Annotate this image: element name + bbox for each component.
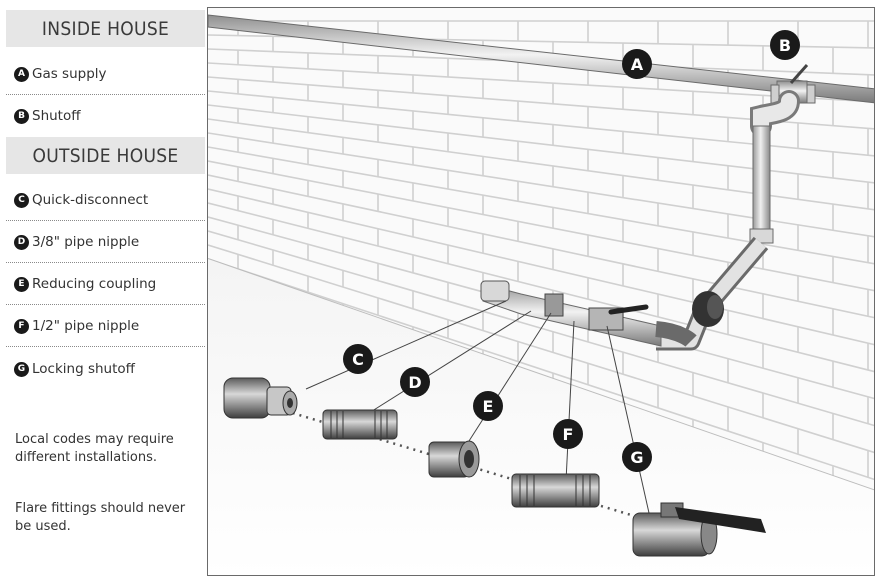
letter-badge-icon: C bbox=[14, 192, 29, 208]
legend-item-gas-supply: A Gas supply bbox=[6, 53, 205, 95]
legend-item-label: 1/2" pipe nipple bbox=[32, 318, 140, 334]
svg-text:D: D bbox=[408, 373, 421, 392]
callout-b-badge-icon: B bbox=[770, 30, 800, 60]
letter-badge-icon: F bbox=[14, 318, 29, 334]
outside-house-header: OUTSIDE HOUSE bbox=[6, 137, 205, 174]
gas-supply-pipe bbox=[208, 14, 874, 104]
letter-badge-icon: B bbox=[14, 108, 29, 124]
assembled-run bbox=[480, 280, 697, 347]
letter-badge-icon: G bbox=[14, 361, 29, 377]
legend-panel: INSIDE HOUSE A Gas supply B Shutoff OUTS… bbox=[0, 0, 205, 581]
svg-text:A: A bbox=[631, 55, 644, 74]
locking-shutoff-part bbox=[632, 502, 766, 557]
floor bbox=[208, 259, 874, 575]
reducing-coupling-part bbox=[428, 440, 480, 478]
svg-text:G: G bbox=[630, 448, 643, 467]
callout-a-badge-icon: A bbox=[622, 49, 652, 79]
leader-lines bbox=[305, 300, 650, 514]
inside-house-header: INSIDE HOUSE bbox=[6, 10, 205, 47]
illustration-frame: A B C D E bbox=[207, 7, 875, 576]
pipe-assembly-illustration: A B C D E bbox=[208, 8, 874, 575]
legend-item-label: Gas supply bbox=[32, 66, 107, 82]
legend-item-label: Quick-disconnect bbox=[32, 192, 149, 208]
svg-text:C: C bbox=[352, 350, 364, 369]
callout-badges: A B C D E bbox=[343, 30, 800, 472]
letter-badge-icon: D bbox=[14, 234, 29, 250]
legend-item-label: 3/8" pipe nipple bbox=[32, 234, 140, 250]
three-eighths-nipple-part bbox=[322, 409, 398, 440]
note-flare-fittings: Flare fittings should never be used. bbox=[15, 501, 186, 534]
legend-item-1-2-pipe-nipple: F 1/2" pipe nipple bbox=[6, 305, 205, 347]
legend-item-reducing-coupling: E Reducing coupling bbox=[6, 263, 205, 305]
drop-pipe bbox=[656, 90, 800, 351]
svg-text:B: B bbox=[779, 36, 791, 55]
legend-item-locking-shutoff: G Locking shutoff bbox=[14, 348, 205, 390]
legend-item-label: Locking shutoff bbox=[32, 361, 135, 377]
callout-e-badge-icon: E bbox=[473, 391, 503, 421]
legend-item-shutoff: B Shutoff bbox=[14, 95, 205, 137]
svg-text:F: F bbox=[563, 425, 574, 444]
callout-c-badge-icon: C bbox=[343, 344, 373, 374]
legend-item-3-8-pipe-nipple: D 3/8" pipe nipple bbox=[6, 221, 205, 263]
callout-g-badge-icon: G bbox=[622, 442, 652, 472]
note-local-codes: Local codes may require different instal… bbox=[15, 432, 174, 465]
quick-disconnect-part bbox=[223, 377, 298, 419]
letter-badge-icon: A bbox=[14, 66, 29, 82]
svg-text:E: E bbox=[483, 397, 494, 416]
legend-item-quick-disconnect: C Quick-disconnect bbox=[6, 179, 205, 221]
legend-item-label: Shutoff bbox=[32, 108, 81, 124]
letter-badge-icon: E bbox=[14, 276, 29, 292]
callout-f-badge-icon: F bbox=[553, 419, 583, 449]
legend-item-label: Reducing coupling bbox=[32, 276, 157, 292]
callout-d-badge-icon: D bbox=[400, 367, 430, 397]
half-inch-nipple-part bbox=[511, 473, 600, 508]
